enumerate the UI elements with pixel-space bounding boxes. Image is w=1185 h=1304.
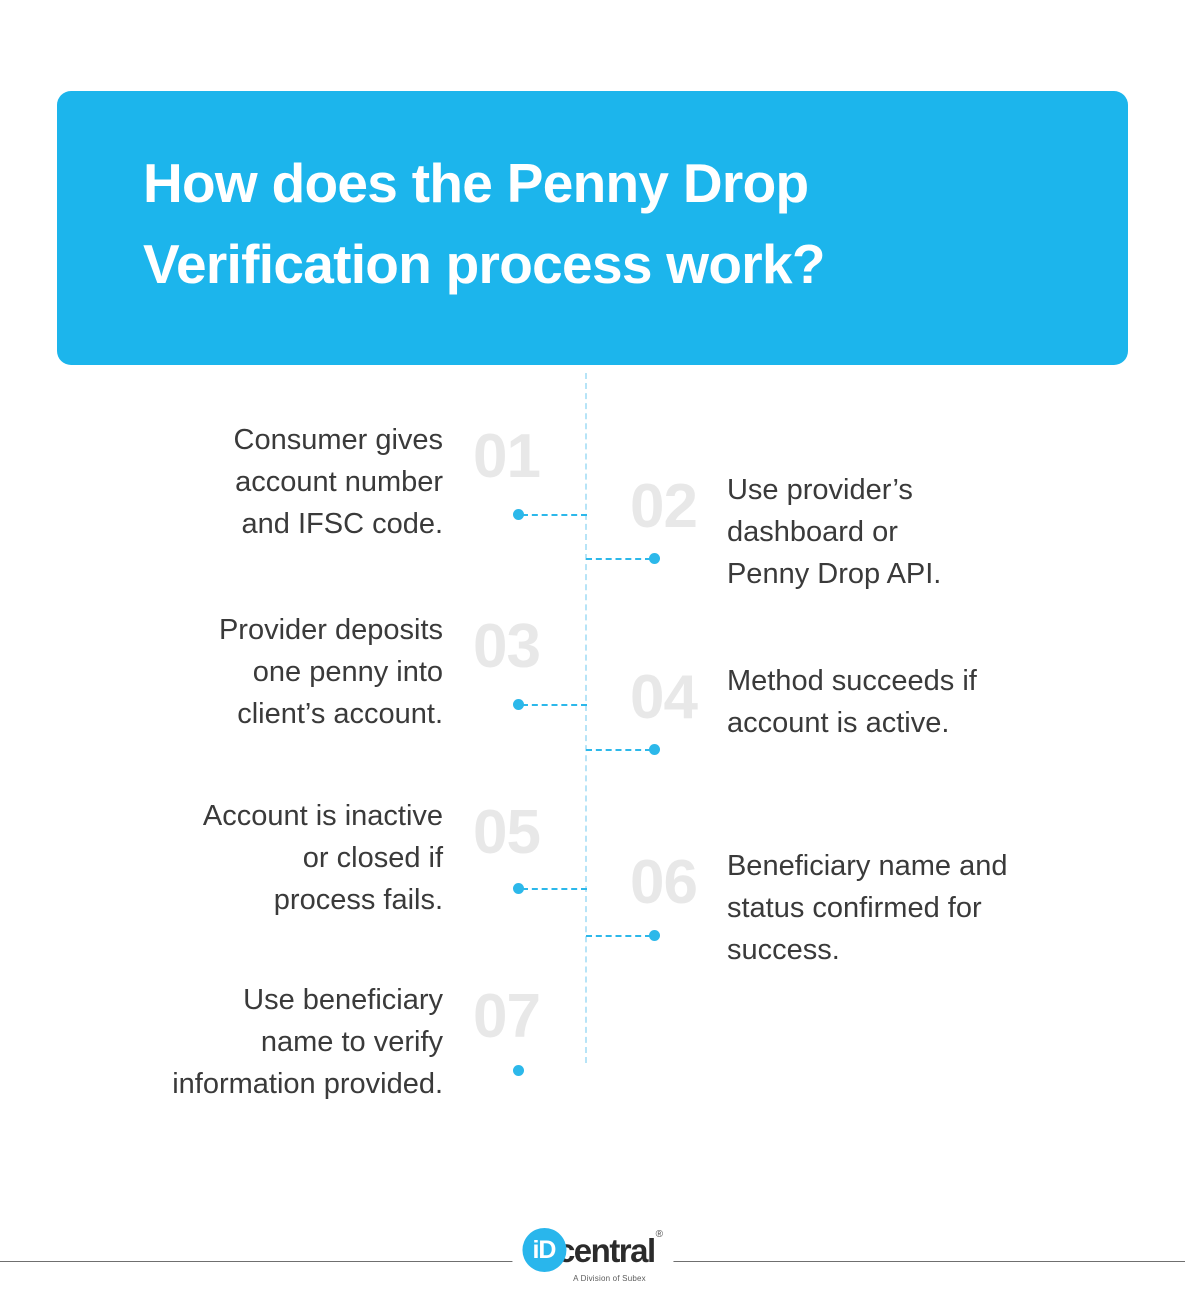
- connector-line-05: [522, 888, 587, 890]
- connector-dot-03: [513, 699, 524, 710]
- fingerprint-id-icon: iD: [521, 1228, 566, 1272]
- registered-trademark-icon: ®: [655, 1229, 664, 1240]
- step-text-04: Method succeeds if account is active.: [726, 665, 977, 739]
- header-banner: How does the Penny Drop Verification pro…: [57, 91, 1128, 365]
- step-item-02: 02 Use provider’s dashboard or Penny Dro…: [630, 470, 1100, 595]
- step-number-04: 04: [630, 663, 698, 732]
- connector-02: [586, 553, 660, 565]
- step-text-06: Beneficiary name and status confirmed fo…: [726, 850, 1008, 966]
- connector-01: [513, 509, 587, 521]
- process-steps-section: Consumer gives account number and IFSC c…: [0, 365, 1185, 1125]
- step-text-03: Provider deposits one penny into client’…: [218, 614, 444, 730]
- brand-logo: iD central ® A Division of Subex: [511, 1228, 674, 1283]
- step-item-03: Provider deposits one penny into client’…: [80, 610, 541, 735]
- page-title: How does the Penny Drop Verification pro…: [143, 152, 825, 295]
- connector-line-06: [586, 935, 651, 937]
- step-number-06: 06: [630, 848, 698, 917]
- connector-line-01: [522, 514, 587, 516]
- footer: iD central ® A Division of Subex: [0, 1228, 1185, 1304]
- connector-dot-02: [649, 553, 660, 564]
- connector-dot-05: [513, 883, 524, 894]
- step-number-01: 01: [473, 422, 541, 491]
- step-text-01: Consumer gives account number and IFSC c…: [233, 424, 444, 540]
- step-item-07: Use beneficiary name to verify informati…: [60, 980, 541, 1105]
- connector-07: [513, 1065, 524, 1077]
- connector-line-03: [522, 704, 587, 706]
- step-item-06: 06 Beneficiary name and status confirmed…: [630, 846, 1100, 971]
- connector-03: [513, 699, 587, 711]
- timeline-vertical-dashed-line: [585, 373, 587, 1063]
- connector-06: [586, 930, 660, 942]
- step-number-02: 02: [630, 472, 698, 541]
- connector-line-04: [586, 749, 651, 751]
- step-number-05: 05: [473, 798, 541, 867]
- step-number-03: 03: [473, 612, 541, 681]
- connector-line-02: [586, 558, 651, 560]
- step-text-02: Use provider’s dashboard or Penny Drop A…: [726, 474, 942, 590]
- connector-04: [586, 744, 660, 756]
- connector-dot-01: [513, 509, 524, 520]
- connector-dot-07: [513, 1065, 524, 1076]
- connector-dot-06: [649, 930, 660, 941]
- step-text-05: Account is inactive or closed if process…: [202, 800, 444, 916]
- logo-wordmark: central: [556, 1231, 656, 1269]
- step-item-04: 04 Method succeeds if account is active.: [630, 661, 1100, 745]
- logo-tagline: A Division of Subex: [573, 1274, 646, 1283]
- connector-dot-04: [649, 744, 660, 755]
- step-item-01: Consumer gives account number and IFSC c…: [80, 420, 541, 545]
- step-item-05: Account is inactive or closed if process…: [80, 796, 541, 921]
- connector-05: [513, 883, 587, 895]
- step-number-07: 07: [473, 982, 541, 1051]
- step-text-07: Use beneficiary name to verify informati…: [172, 984, 444, 1100]
